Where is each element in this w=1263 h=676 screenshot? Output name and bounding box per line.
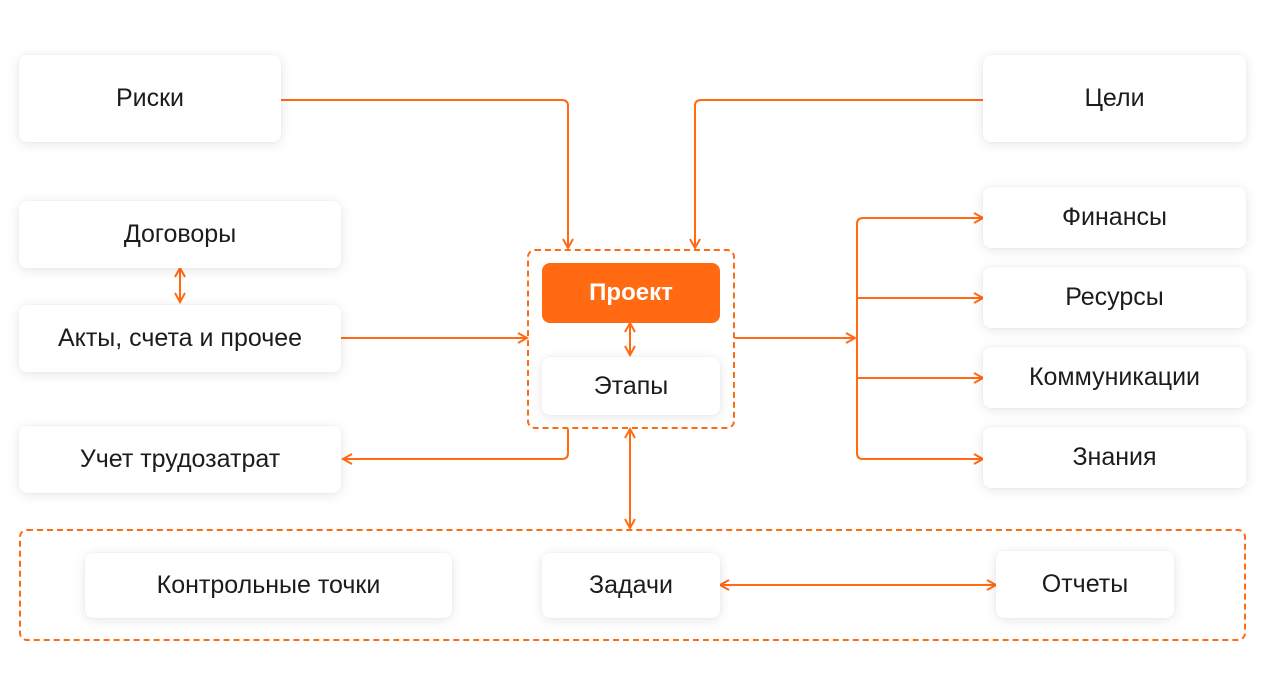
node-communications[interactable]: Коммуникации [983, 347, 1246, 408]
node-project-label: Проект [589, 279, 673, 306]
node-resources-label: Ресурсы [1065, 283, 1164, 311]
node-knowledge-label: Знания [1072, 443, 1157, 471]
node-milestones[interactable]: Контрольные точки [85, 553, 452, 618]
project-group [527, 249, 735, 429]
node-timesheets-label: Учет трудозатрат [79, 445, 281, 473]
node-finance-label: Финансы [1062, 203, 1167, 231]
node-contracts-label: Договоры [123, 220, 237, 248]
node-communications-label: Коммуникации [1028, 363, 1201, 391]
node-tasks[interactable]: Задачи [542, 553, 720, 618]
node-knowledge[interactable]: Знания [983, 427, 1246, 488]
node-goals-label: Цели [1084, 84, 1145, 112]
node-risks-label: Риски [115, 84, 185, 112]
node-timesheets[interactable]: Учет трудозатрат [19, 426, 341, 493]
node-stages-label: Этапы [593, 371, 669, 400]
node-resources[interactable]: Ресурсы [983, 267, 1246, 328]
node-reports-label: Отчеты [1041, 570, 1129, 598]
node-contracts[interactable]: Договоры [19, 201, 341, 268]
bottom-group [19, 529, 1246, 641]
node-tasks-label: Задачи [589, 571, 673, 599]
arrow-project-to-timesheets [343, 429, 569, 459]
node-acts[interactable]: Акты, счета и прочее [19, 305, 341, 372]
bus-line [856, 217, 864, 460]
node-risks[interactable]: Риски [19, 55, 281, 142]
node-stages[interactable]: Этапы [542, 357, 720, 415]
node-reports[interactable]: Отчеты [996, 551, 1174, 618]
node-project[interactable]: Проект [542, 263, 720, 323]
node-milestones-label: Контрольные точки [156, 571, 381, 599]
arrow-goals-to-project [695, 99, 983, 248]
arrow-risks-to-project [281, 99, 568, 248]
node-goals[interactable]: Цели [983, 55, 1246, 142]
node-acts-label: Акты, счета и прочее [57, 324, 303, 352]
node-finance[interactable]: Финансы [983, 187, 1246, 248]
